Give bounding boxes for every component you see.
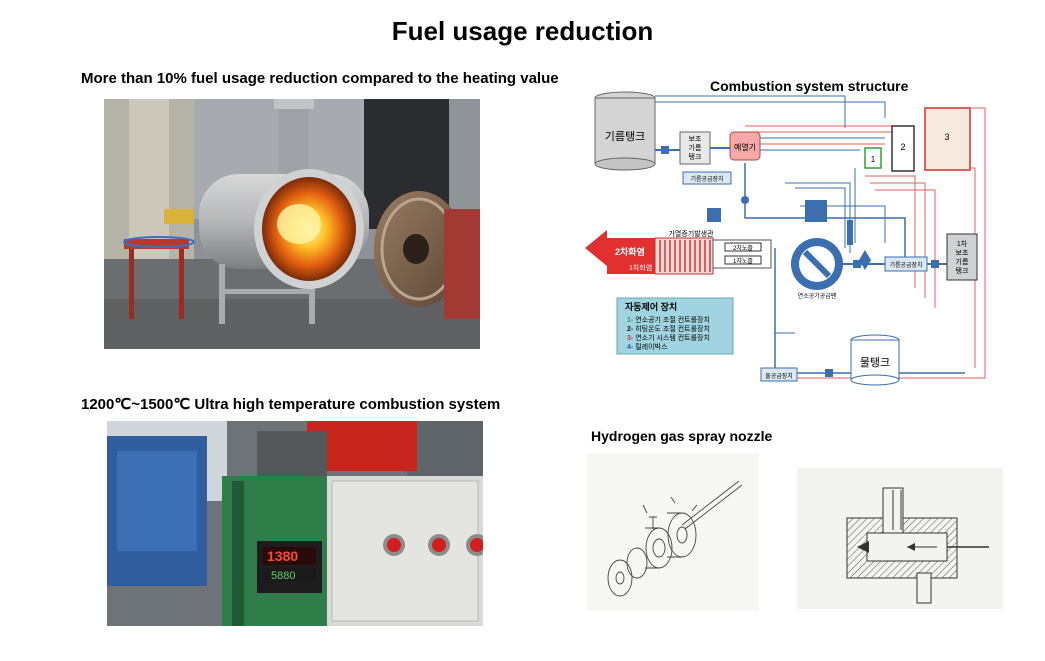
water-supply-label: 물공급장치 [765, 372, 793, 380]
primary-aux-label-1: 1차 [957, 239, 968, 248]
air-supply-label: 연소공기공급팬 [798, 292, 837, 300]
controller-pv-value: 1380 [267, 548, 298, 564]
control-title: 자동제어 장치 [625, 301, 677, 312]
combustion-structure-heading: Combustion system structure [710, 78, 909, 94]
fuel-reduction-heading: More than 10% fuel usage reduction compa… [81, 70, 559, 87]
oil-supply-2-label: 기름공급장치 [889, 261, 922, 269]
box-1-label: 1 [871, 155, 876, 164]
flame-1-label: 1차화염 [629, 263, 652, 272]
aux-tank-label-3: 탱크 [689, 152, 702, 161]
oil-supply-label: 기름공급장치 [690, 175, 723, 183]
control-item-num: 3- [627, 335, 634, 342]
oil-tank-label: 기름탱크 [605, 130, 645, 143]
nozzle-exploded-drawing [587, 453, 759, 611]
control-item-text: 연소기 시스템 컨트롤장치 [635, 333, 710, 342]
gas-generator-label: 가열증기발생관 [668, 229, 714, 238]
box-3-label: 3 [944, 132, 949, 142]
controller-panel-photo: 1380 5880 [107, 421, 483, 626]
control-item-text: 연소공기 조절 컨트롤장치 [635, 315, 710, 324]
aux-tank-label-1: 보조 [689, 135, 702, 143]
primary-aux-label-4: 탱크 [956, 266, 969, 275]
preheater-label: 예열기 [734, 142, 756, 152]
aux-tank-label-2: 기름 [689, 143, 702, 152]
primary-aux-label-2: 보조 [956, 249, 969, 257]
nozzle-2-label: 2차노즐 [733, 244, 753, 252]
control-item-text: 히팅온도 조절 컨트롤장치 [635, 324, 710, 333]
nozzle-1-label: 1차노즐 [733, 257, 753, 265]
water-tank-label: 물탱크 [860, 356, 890, 369]
page-title: Fuel usage reduction [391, 16, 654, 46]
hydrogen-nozzle-heading: Hydrogen gas spray nozzle [591, 428, 773, 444]
control-item-num: 2- [627, 326, 634, 333]
svg-text:4- 릴레이박스: 4- 릴레이박스 [627, 342, 668, 351]
ultra-high-temp-heading: 1200℃~1500℃ Ultra high temperature combu… [81, 396, 501, 413]
control-item-num: 4- [627, 344, 634, 351]
control-item-num: 1- [627, 317, 634, 324]
flame-2-label: 2차화염 [615, 246, 645, 257]
control-item-text: 릴레이박스 [635, 342, 668, 351]
burner-flame-photo [104, 99, 480, 349]
box-2-label: 2 [900, 142, 905, 152]
nozzle-section-drawing [797, 468, 1003, 609]
primary-aux-label-3: 기름 [956, 257, 969, 266]
combustion-system-diagram: 기름탱크 보조 기름 탱크 예열기 기름공급장치 2차화염 1차화염 가열증기발… [585, 88, 997, 388]
svg-text:1- 연소공기 조절 컨트롤장치: 1- 연소공기 조절 컨트롤장치 [627, 315, 710, 324]
svg-text:2- 히팅온도 조절 컨트롤장치: 2- 히팅온도 조절 컨트롤장치 [627, 324, 710, 333]
svg-text:3- 연소기 시스템 컨트롤장치: 3- 연소기 시스템 컨트롤장치 [627, 333, 710, 342]
controller-sv-value: 5880 [271, 570, 295, 582]
